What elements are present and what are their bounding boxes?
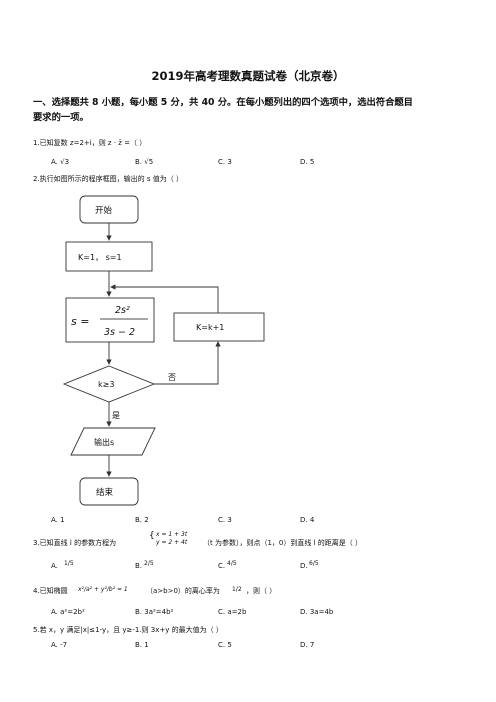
q3-option-b-value: 2/5 [144,560,154,567]
q3-option-c-label: C. [218,562,226,570]
q1-option-c: C. 3 [218,158,232,166]
q3-eq2: y = 2 + 4t [156,539,188,546]
flow-yes-label: 是 [112,411,120,420]
flow-output-text: 输出s [94,437,114,447]
question-4-post: ，则（ ） [246,587,277,595]
question-1-stem: 1.已知复数 z=2+i，则 z · z̄ =（ ） [33,139,147,147]
q3-option-a-label: A. [51,562,58,570]
q2-option-c: C. 3 [218,516,232,524]
flow-end-text: 结束 [96,487,114,498]
flow-start-text: 开始 [95,205,113,216]
q2-option-b: B. 2 [135,516,149,524]
q3-option-d-value: 6/5 [309,560,319,567]
question-4-mid: （a>b>0）的离心率为 [146,587,220,595]
section-heading-line2: 要求的一项。 [33,112,89,123]
question-5-stem: 5.若 x，y 满足|x|≤1-y，且 y≥-1.则 3x+y 的最大值为（ ） [33,626,223,634]
flow-condition-text: k≥3 [98,380,114,389]
q4-option-d: D. 3a=4b [300,608,334,616]
q1-option-a: A. √3 [51,158,70,166]
q3-option-a-value: 1/5 [64,560,74,567]
q2-option-d: D. 4 [300,516,315,524]
q3-option-c-value: 4/5 [227,560,237,567]
flow-formula-denominator: 3s − 2 [104,327,135,338]
q4-option-c: C. a=2b [218,608,247,616]
flow-output-parallelogram [70,427,156,456]
q1-option-d: D. 5 [300,158,315,166]
flow-formula-numerator: 2s² [115,305,130,316]
q3-eq1: x = 1 + 3t [156,531,188,538]
q3-option-d-label: D. [300,562,308,570]
flow-formula-lhs: s = [71,315,89,328]
flow-init-text: K=1， s=1 [78,253,122,262]
q5-option-c: C. 5 [218,641,232,649]
flow-update-box [173,312,265,342]
question-2-stem: 2.执行如图所示的程序框图，输出的 s 值为（ ） [33,175,184,183]
flow-end-box [79,477,139,506]
q3-option-b-label: B. [135,562,143,570]
q2-option-a: A. 1 [51,516,65,524]
q4-ellipse-eq: x²/a² + y²/b² = 1 [78,586,128,593]
question-4-pre: 4.已知椭圆 [33,587,68,595]
question-3-post: （t 为参数），则点（1，0）到直线 l 的距离是（ ） [203,539,362,547]
q5-option-b: B. 1 [135,641,149,649]
q5-option-d: D. 7 [300,641,315,649]
q5-option-a: A. -7 [51,641,68,649]
section-heading-line1: 一、选择题共 8 小题，每小题 5 分，共 40 分。在每小题列出的四个选项中，… [33,97,413,108]
q4-eccentricity: 1/2 [232,586,242,593]
q3-brace-icon: { [149,531,155,541]
flow-no-label: 否 [168,373,176,382]
page-title: 2019年高考理数真题试卷（北京卷） [151,69,345,83]
flow-formula-box [65,297,155,343]
flow-update-text: K=k+1 [196,323,224,332]
q1-option-b: B. √5 [135,158,154,166]
question-3-pre: 3.已知直线 l 的参数方程为 [33,539,117,547]
q4-option-b: B. 3a²=4b² [135,608,174,616]
q4-option-a: A. a²=2b² [51,608,85,616]
